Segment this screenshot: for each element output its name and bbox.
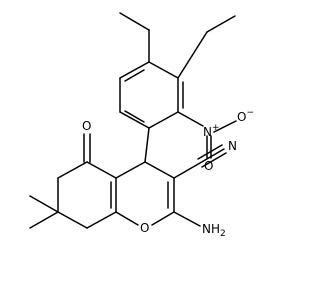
amine-label: NH2 — [202, 222, 226, 239]
nitrile-group — [173, 144, 227, 179]
nitro-nitrogen-text: N — [203, 125, 212, 139]
nitro-nitrogen-label: N+ — [203, 123, 220, 139]
nitrile-nitrogen-label: N — [228, 139, 237, 153]
amine-bond — [173, 211, 201, 227]
oxo-oxygen-label: O — [82, 119, 91, 133]
nitro-nitrogen-charge: + — [212, 123, 220, 133]
amine-subscript: 2 — [220, 229, 226, 239]
gem-dimethyl — [29, 195, 59, 229]
nitro-oxygen-2-label: O — [204, 159, 213, 173]
chemical-structure: O O N NH2 N+ O− O — [29, 12, 254, 239]
fused-rings — [57, 127, 175, 229]
nitro-oxygen-text: O — [237, 110, 246, 124]
carbonyl-group — [83, 133, 91, 163]
phenyl-ring — [119, 61, 184, 129]
ring-oxygen-label: O — [140, 221, 149, 235]
nitro-oxygen-charge: − — [246, 108, 254, 118]
methoxy-groups — [119, 12, 236, 79]
amine-text: NH — [202, 222, 220, 236]
nitro-oxygen-label: O− — [237, 108, 254, 124]
